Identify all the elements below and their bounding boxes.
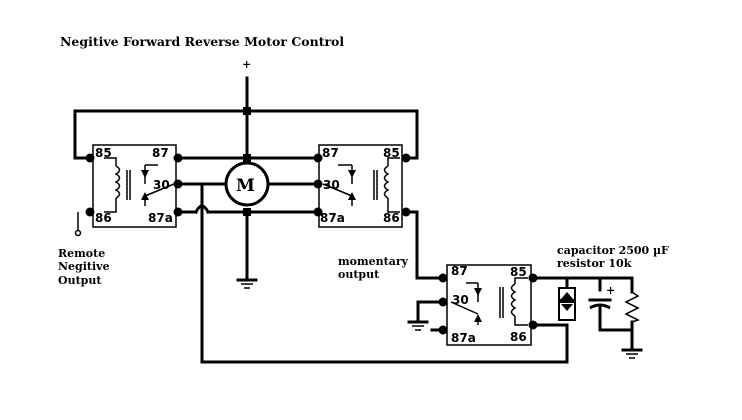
remote-label-line2: Negitive [58,260,110,273]
relay-left-pin87a: 87a [148,211,173,225]
supply-plus-label: + [242,58,251,71]
ground-symbol-motor [236,278,258,289]
relay-right: 87 30 87a 85 86 [318,144,403,228]
relay-left: 85 86 87 30 87a [92,144,177,228]
momentary-label-line2: output [338,268,380,281]
relay-bottom: 87 30 87a 85 86 [446,264,532,346]
ground-symbol-resistor [621,348,643,359]
capacitor: + [588,284,615,320]
relay-right-pin87: 87 [322,146,339,160]
remote-label-line1: Remote [58,247,105,260]
relay-right-pin85: 85 [383,146,400,160]
relay-left-pin86: 86 [95,211,112,225]
relay-left-pin30: 30 [153,178,170,192]
relay-right-pin30: 30 [323,178,340,192]
junction-dots [74,107,538,335]
ground-symbol-relay [407,320,429,331]
motor-label: M [236,176,255,196]
relay-left-pin87: 87 [152,146,169,160]
diode-block [558,287,576,321]
relay-left-pin85: 85 [95,146,112,160]
relay-bottom-pin86: 86 [510,330,527,344]
capacitor-label: capacitor 2500 µF [557,244,669,257]
relay-bottom-pin87: 87 [451,264,468,278]
relay-bottom-pin30: 30 [452,293,469,307]
remote-label-line3: Output [58,274,102,287]
relay-bottom-pin87a: 87a [451,331,476,345]
capacitor-plus-label: + [606,284,615,297]
motor: M [224,161,270,207]
relay-bottom-pin85: 85 [510,265,527,279]
momentary-label-line1: momentary [338,255,409,268]
relay-right-pin87a: 87a [320,211,345,225]
diagram-title: Negitive Forward Reverse Motor Control [60,34,344,49]
resistor [624,291,640,323]
resistor-label: resistor 10k [557,257,632,270]
relay-right-pin86: 86 [383,211,400,225]
